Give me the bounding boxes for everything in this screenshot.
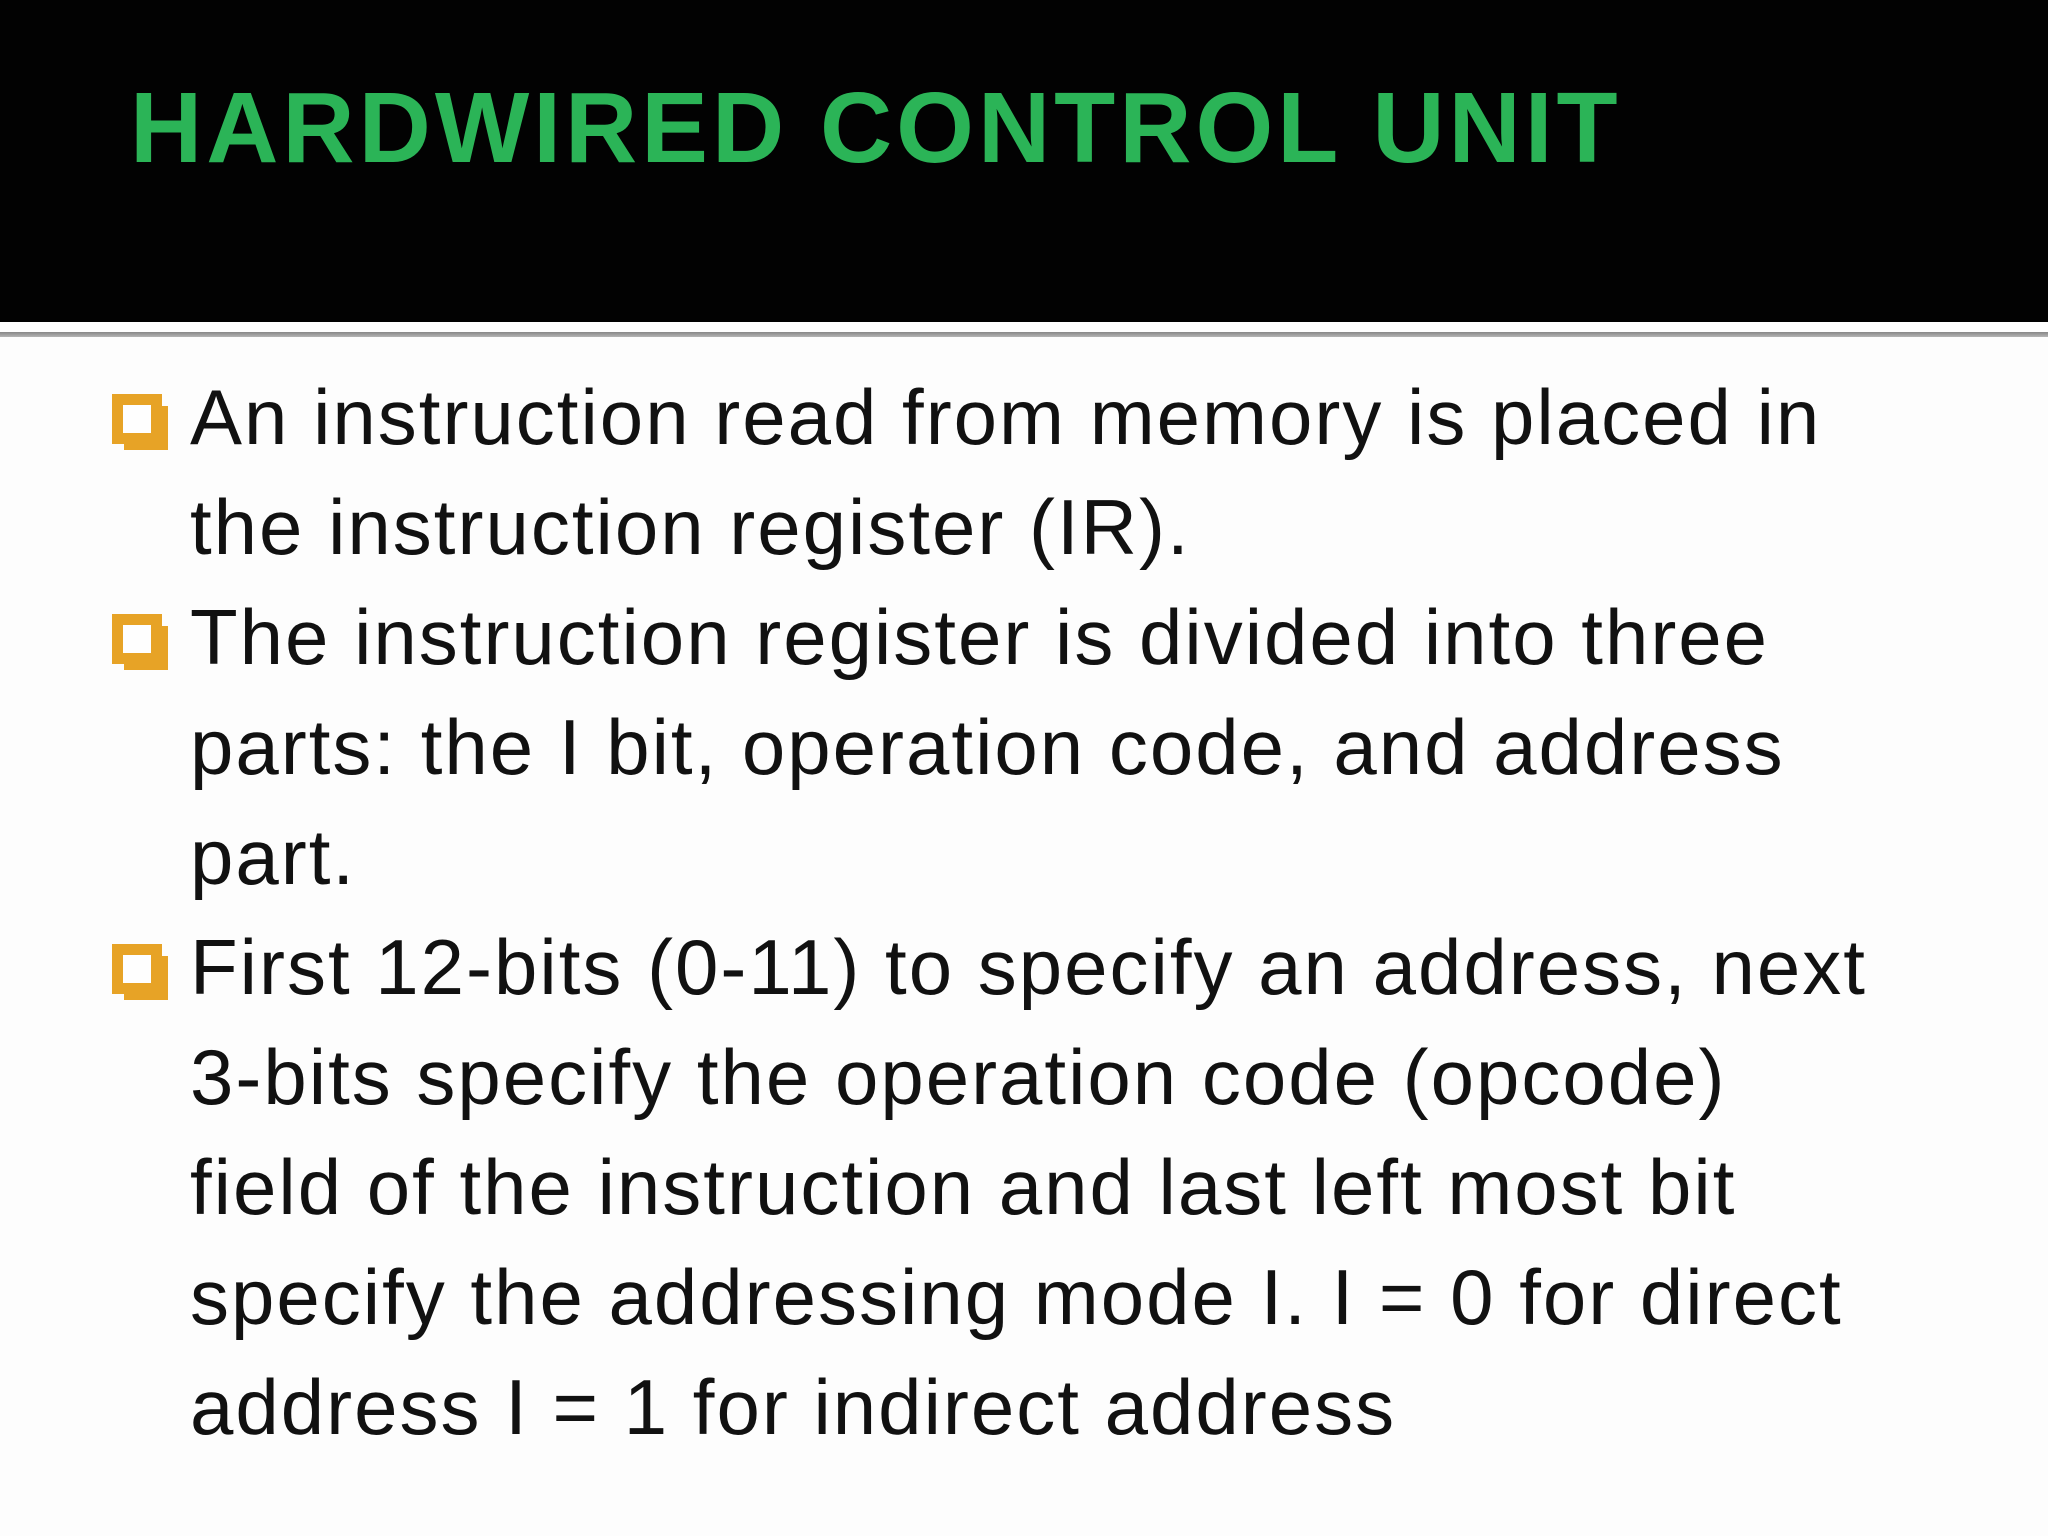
bullet-text-line: parts: the I bit, operation code, and ad… [190,703,1785,791]
bullet-text-line: The instruction register is divided into… [190,593,1770,681]
bullet-text-line: field of the instruction and last left m… [190,1143,1737,1231]
bullet-text-line: address I = 1 for indirect address [190,1363,1397,1451]
bullet-item: The instruction register is divided into… [112,582,1992,912]
title-bar: HARDWIRED CONTROL UNIT [0,0,2048,322]
bullet-item: First 12-bits (0-11) to specify an addre… [112,912,1992,1462]
square-bullet-icon [112,394,162,444]
square-bullet-icon [112,944,162,994]
bullet-text-line: the instruction register (IR). [190,483,1191,571]
header-separator-gap [0,322,2048,332]
bullet-text-line: An instruction read from memory is place… [190,373,1822,461]
bullet-text-line: 3-bits specify the operation code (opcod… [190,1033,1727,1121]
slide-title: HARDWIRED CONTROL UNIT [130,72,1622,184]
bullet-text-line: First 12-bits (0-11) to specify an addre… [190,923,1867,1011]
bullet-item: An instruction read from memory is place… [112,362,1992,582]
bullet-text-line: part. [190,813,357,901]
square-bullet-icon [112,614,162,664]
header-separator-line [0,332,2048,337]
bullet-text-line: specify the addressing mode I. I = 0 for… [190,1253,1843,1341]
slide-body: An instruction read from memory is place… [112,362,1992,1462]
